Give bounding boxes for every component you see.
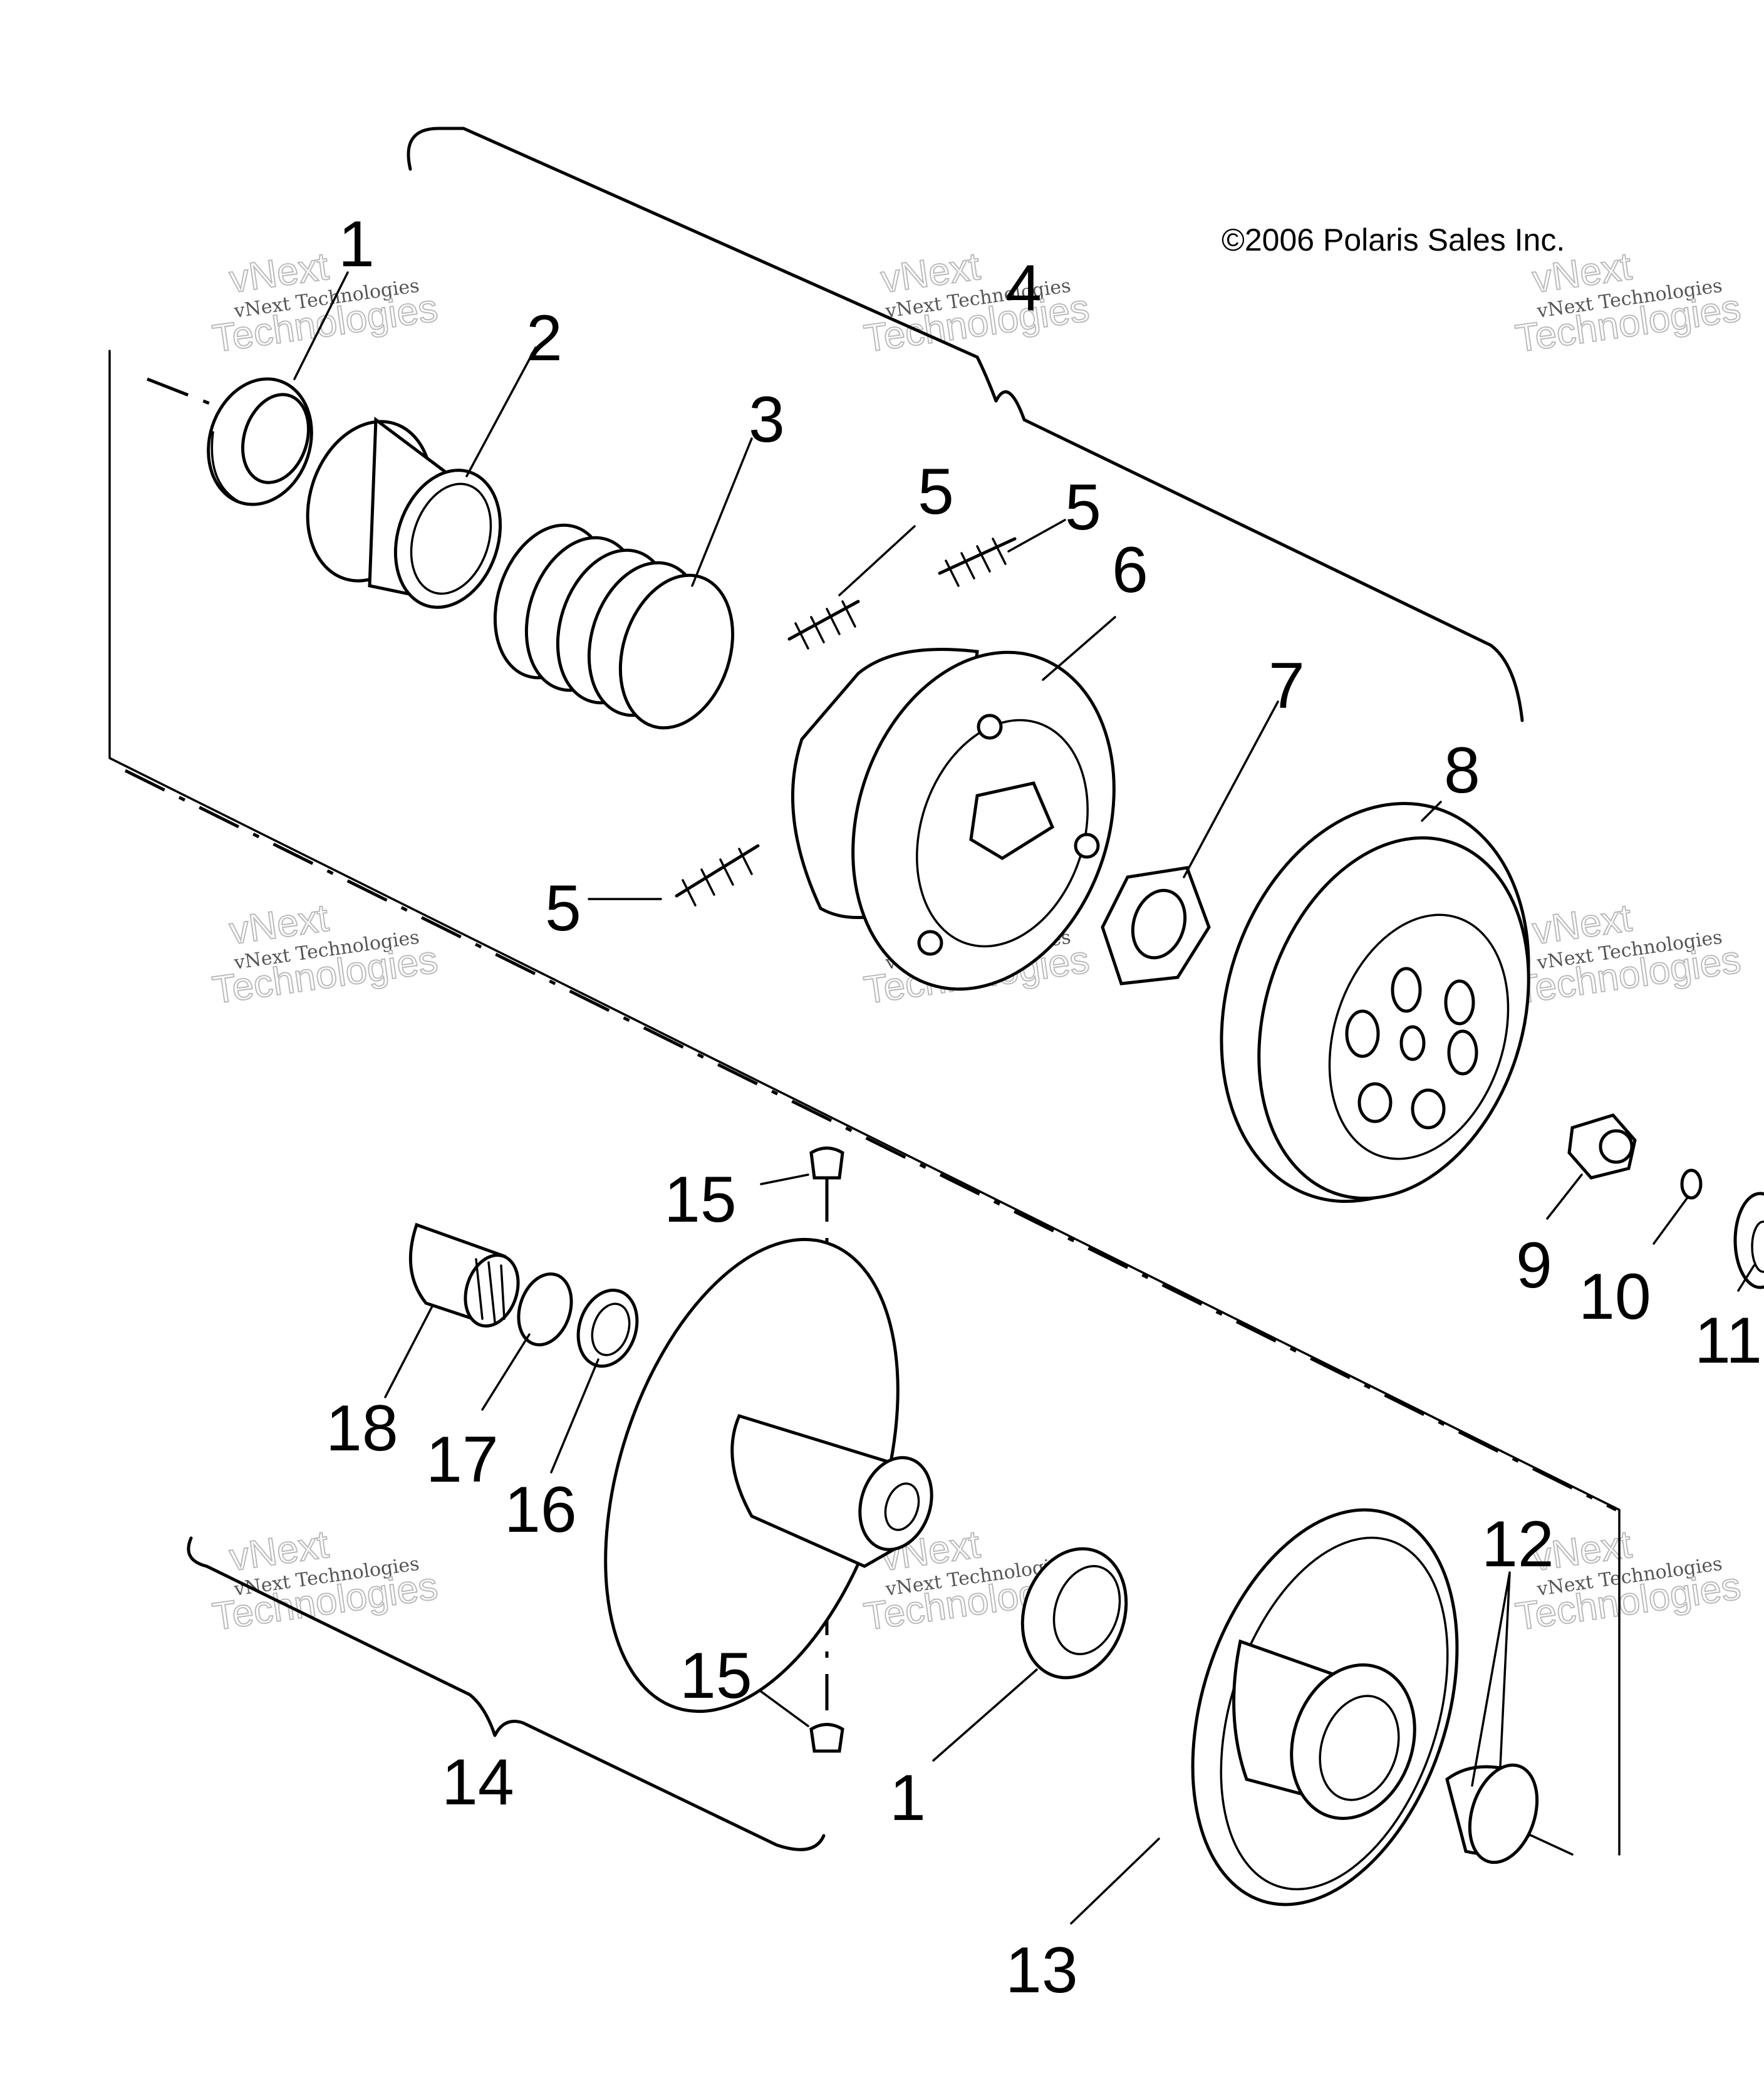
callout-11: 11	[1694, 1304, 1762, 1377]
leader-lines	[293, 271, 1755, 1925]
fixed-sheave	[604, 1237, 933, 1713]
callout-5: 5	[1065, 471, 1101, 544]
callout-labels: 1 2 3 4 5 5 5 6 7 8 9 10 11 12 13 14 15 …	[326, 208, 1762, 2007]
needle-bearing	[408, 1222, 520, 1328]
small-spring-b	[938, 537, 1017, 587]
sleeve-bushing	[306, 417, 502, 609]
callout-8: 8	[1444, 734, 1480, 807]
callout-17: 17	[426, 1423, 499, 1496]
callout-5: 5	[545, 872, 581, 945]
small-spring-c	[675, 844, 760, 907]
callout-15: 15	[664, 1163, 737, 1236]
watermark: vNext vNext Technologies Technologies	[209, 244, 441, 361]
watermark: vNext vNext Technologies Technologies	[1512, 896, 1744, 1013]
callout-7: 7	[1269, 650, 1305, 722]
axis-frame-left	[108, 350, 1621, 1856]
callout-10: 10	[1579, 1261, 1651, 1333]
watermark: vNext vNext Technologies Technologies	[209, 1522, 441, 1640]
callout-18: 18	[326, 1392, 398, 1465]
snap-ring	[517, 1272, 573, 1347]
clutch-shoe-assembly	[791, 648, 1116, 991]
axis-line-upper	[147, 377, 220, 409]
watermark: vNext vNext Technologies Technologies	[209, 896, 441, 1013]
callout-2: 2	[526, 302, 563, 375]
hex-nut	[1101, 866, 1211, 985]
callout-5: 5	[918, 455, 954, 528]
small-spring-a	[787, 600, 860, 650]
watermark: vNext vNext Technologies Technologies	[1512, 244, 1744, 361]
oil-seal-upper	[207, 377, 313, 506]
callout-1: 1	[890, 1762, 926, 1834]
assembly-bracket-14	[187, 1536, 826, 1851]
callout-16: 16	[504, 1474, 577, 1546]
callout-6: 6	[1112, 534, 1148, 606]
clutch-drum	[1220, 801, 1530, 1204]
callout-1: 1	[338, 208, 375, 281]
washer	[576, 1288, 639, 1368]
callout-9: 9	[1516, 1229, 1552, 1302]
axis-line-diagonal	[124, 769, 1617, 1512]
copyright-text: ©2006 Polaris Sales Inc.	[1222, 222, 1565, 257]
callout-15: 15	[680, 1640, 752, 1712]
washer-small	[1680, 1168, 1703, 1200]
drum-nut	[1567, 1113, 1637, 1180]
oil-seal-lower	[1020, 1547, 1128, 1680]
compression-spring	[493, 523, 735, 730]
callout-12: 12	[1481, 1508, 1554, 1581]
callout-4: 4	[1005, 252, 1042, 325]
partial-part-right	[1733, 1192, 1764, 1289]
callout-3: 3	[749, 383, 785, 456]
grease-fitting-upper	[809, 1146, 844, 1180]
callout-14: 14	[442, 1746, 514, 1819]
movable-sheave	[1191, 1508, 1459, 1906]
watermark: vNext vNext Technologies Technologies	[861, 244, 1092, 361]
callout-13: 13	[1005, 1934, 1078, 2007]
guide-pin	[1445, 1763, 1539, 1864]
assembly-bracket-4	[407, 127, 1524, 722]
grease-fitting-lower	[809, 1723, 844, 1753]
